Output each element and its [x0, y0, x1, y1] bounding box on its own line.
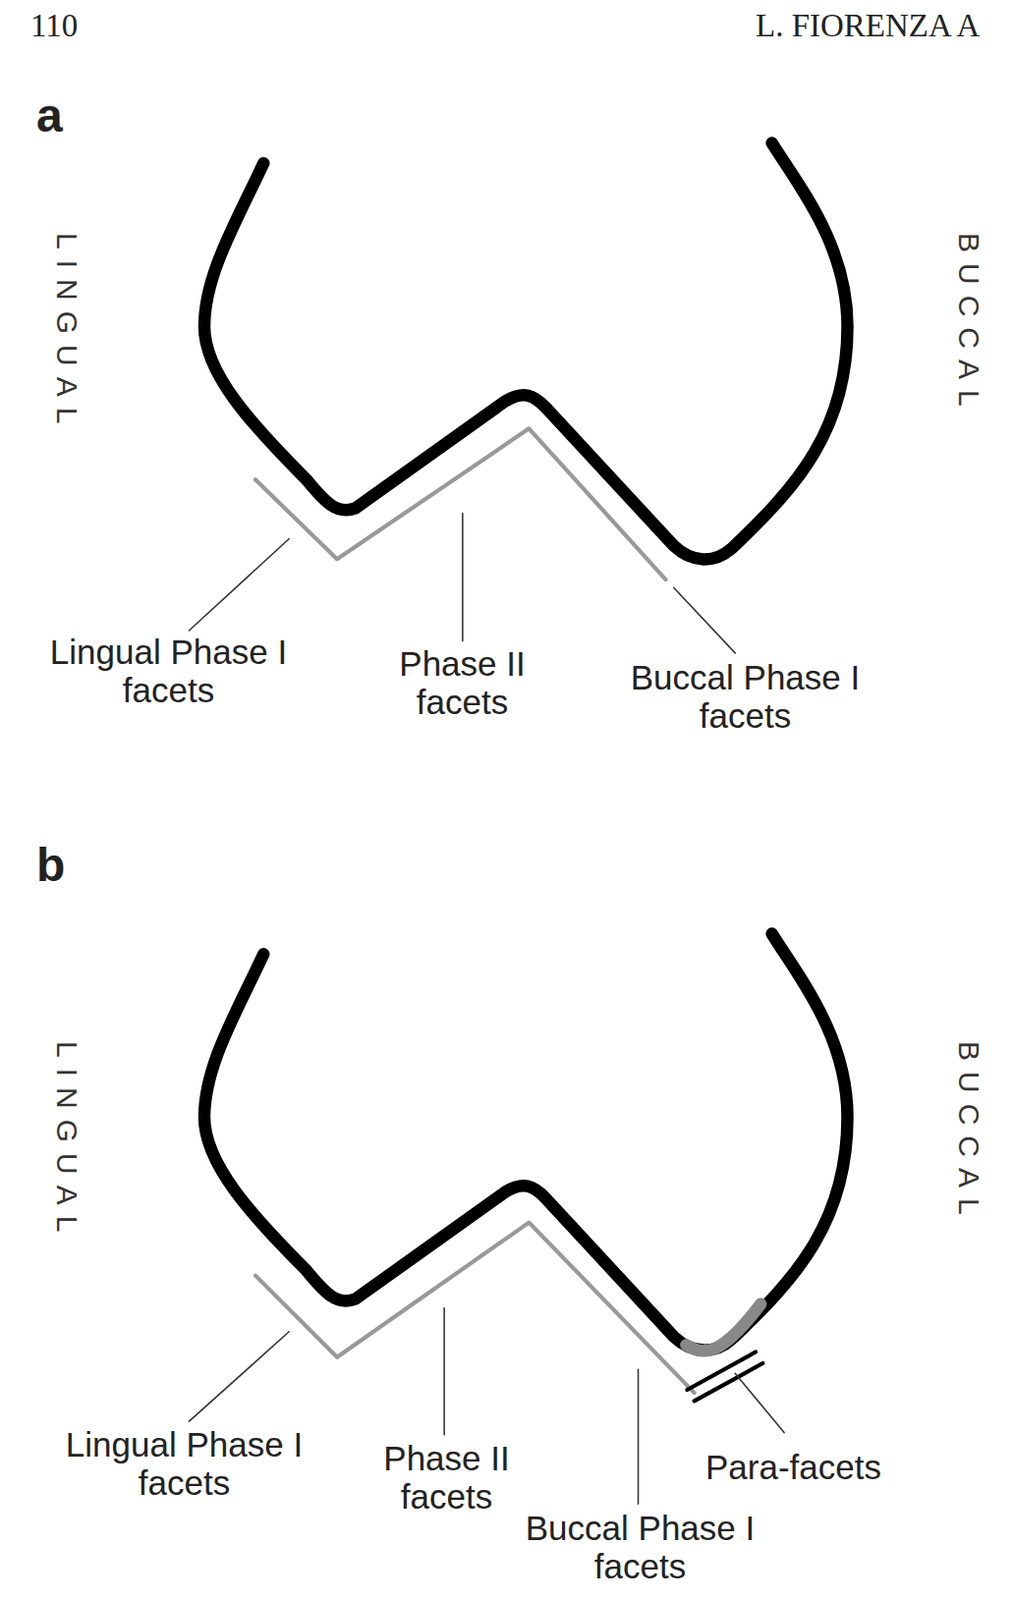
leader-line [188, 539, 289, 632]
panel-letter: a [36, 89, 63, 143]
leader-line [188, 1332, 289, 1422]
facet-label: Para-facets [705, 1448, 882, 1487]
side-label: BUCCAL [952, 232, 986, 418]
facet-line [255, 1223, 695, 1394]
side-label: LINGUAL [50, 1041, 84, 1243]
panel-letter: b [36, 839, 65, 893]
leader-line [734, 1373, 785, 1433]
facet-label: Phase II facets [354, 1439, 539, 1517]
para-facet-wear [685, 1304, 761, 1352]
page-number: 110 [30, 7, 78, 45]
running-head: L. FIORENZA A [755, 7, 980, 45]
facet-label: Lingual Phase I facets [46, 1425, 323, 1503]
facet-label: Buccal Phase I facets [502, 1509, 779, 1586]
leader-line [637, 1369, 640, 1505]
facet-line [255, 428, 667, 580]
facet-label: Phase II facets [370, 644, 555, 722]
leader-line [443, 1308, 446, 1436]
tooth-outline [204, 934, 848, 1351]
side-label: BUCCAL [952, 1041, 986, 1227]
leader-line [461, 513, 464, 642]
facet-label: Buccal Phase I facets [607, 658, 884, 735]
facet-label: Lingual Phase I facets [30, 632, 307, 710]
leader-line [674, 587, 735, 653]
side-label: LINGUAL [50, 232, 84, 435]
tooth-outline [204, 142, 848, 560]
